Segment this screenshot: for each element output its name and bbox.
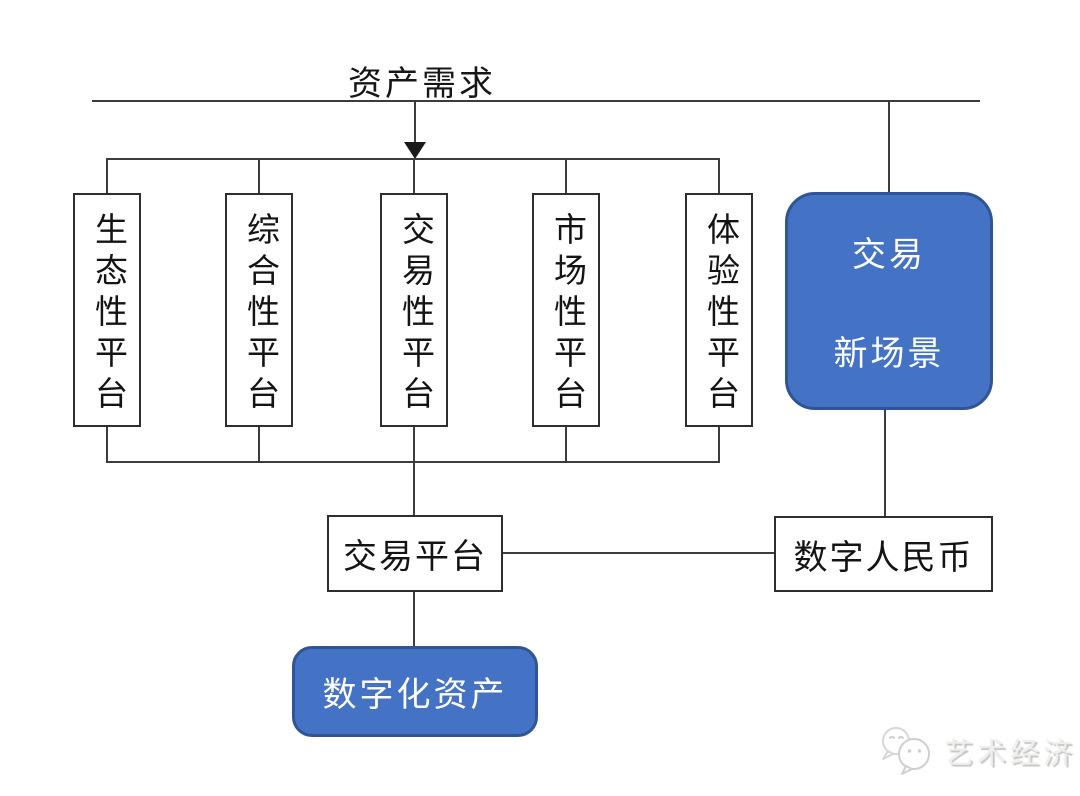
node-label: 交易平台: [343, 539, 487, 576]
watermark-text: 艺术经济: [944, 738, 1077, 770]
wechat-logo-icon: [882, 727, 930, 775]
connector-platform-2-bus: [258, 427, 260, 463]
connector-platform-4-bus: [565, 427, 567, 463]
node-label-line2: 新场景: [833, 336, 945, 373]
platform-box-market: 市场性平台: [532, 193, 600, 427]
connector-trading-platform-digital-rmb: [503, 552, 774, 554]
down-arrow-icon: [404, 142, 426, 159]
node-trading-platform: 交易平台: [327, 515, 503, 592]
connector-bus-trading-platform: [413, 461, 415, 515]
platform-label: 交易性平台: [396, 211, 433, 417]
watermark: 艺术经济: [876, 724, 1076, 778]
connector-bus-platform-1: [106, 158, 108, 194]
connector-platform-5-bus: [718, 427, 720, 463]
platform-box-comprehensive: 综合性平台: [225, 193, 293, 427]
node-trade-new-scene: 交易 新场景: [785, 192, 993, 410]
node-label: 数字人民币: [793, 539, 974, 577]
platform-box-experience: 体验性平台: [685, 193, 753, 427]
connector-new-scene-digital-rmb: [884, 410, 886, 516]
platform-label: 生态性平台: [89, 211, 126, 417]
node-digital-rmb: 数字人民币: [774, 516, 993, 592]
node-label: 数字化资产: [322, 677, 508, 714]
node-label-line1: 交易: [852, 237, 926, 274]
connector-trading-platform-digital-assets: [413, 592, 415, 646]
connector-topline-to-new-scene: [888, 100, 890, 192]
connector-platform-3-bus: [413, 427, 415, 463]
connector-bus-platform-5: [718, 158, 720, 194]
platform-box-trading: 交易性平台: [380, 193, 448, 427]
arrow-stem-line: [414, 100, 416, 144]
node-digital-assets: 数字化资产: [292, 646, 538, 737]
platform-label: 综合性平台: [241, 211, 278, 417]
connector-platform-1-bus: [106, 427, 108, 463]
connector-bus-platform-4: [565, 158, 567, 194]
connector-bus-platform-3: [413, 158, 415, 194]
diagram-title: 资产需求: [348, 66, 496, 103]
platform-label: 体验性平台: [701, 211, 738, 417]
top-connector-line: [92, 100, 980, 102]
platform-box-ecological: 生态性平台: [73, 193, 141, 427]
platform-label: 市场性平台: [548, 211, 585, 417]
connector-bus-platform-2: [258, 158, 260, 194]
